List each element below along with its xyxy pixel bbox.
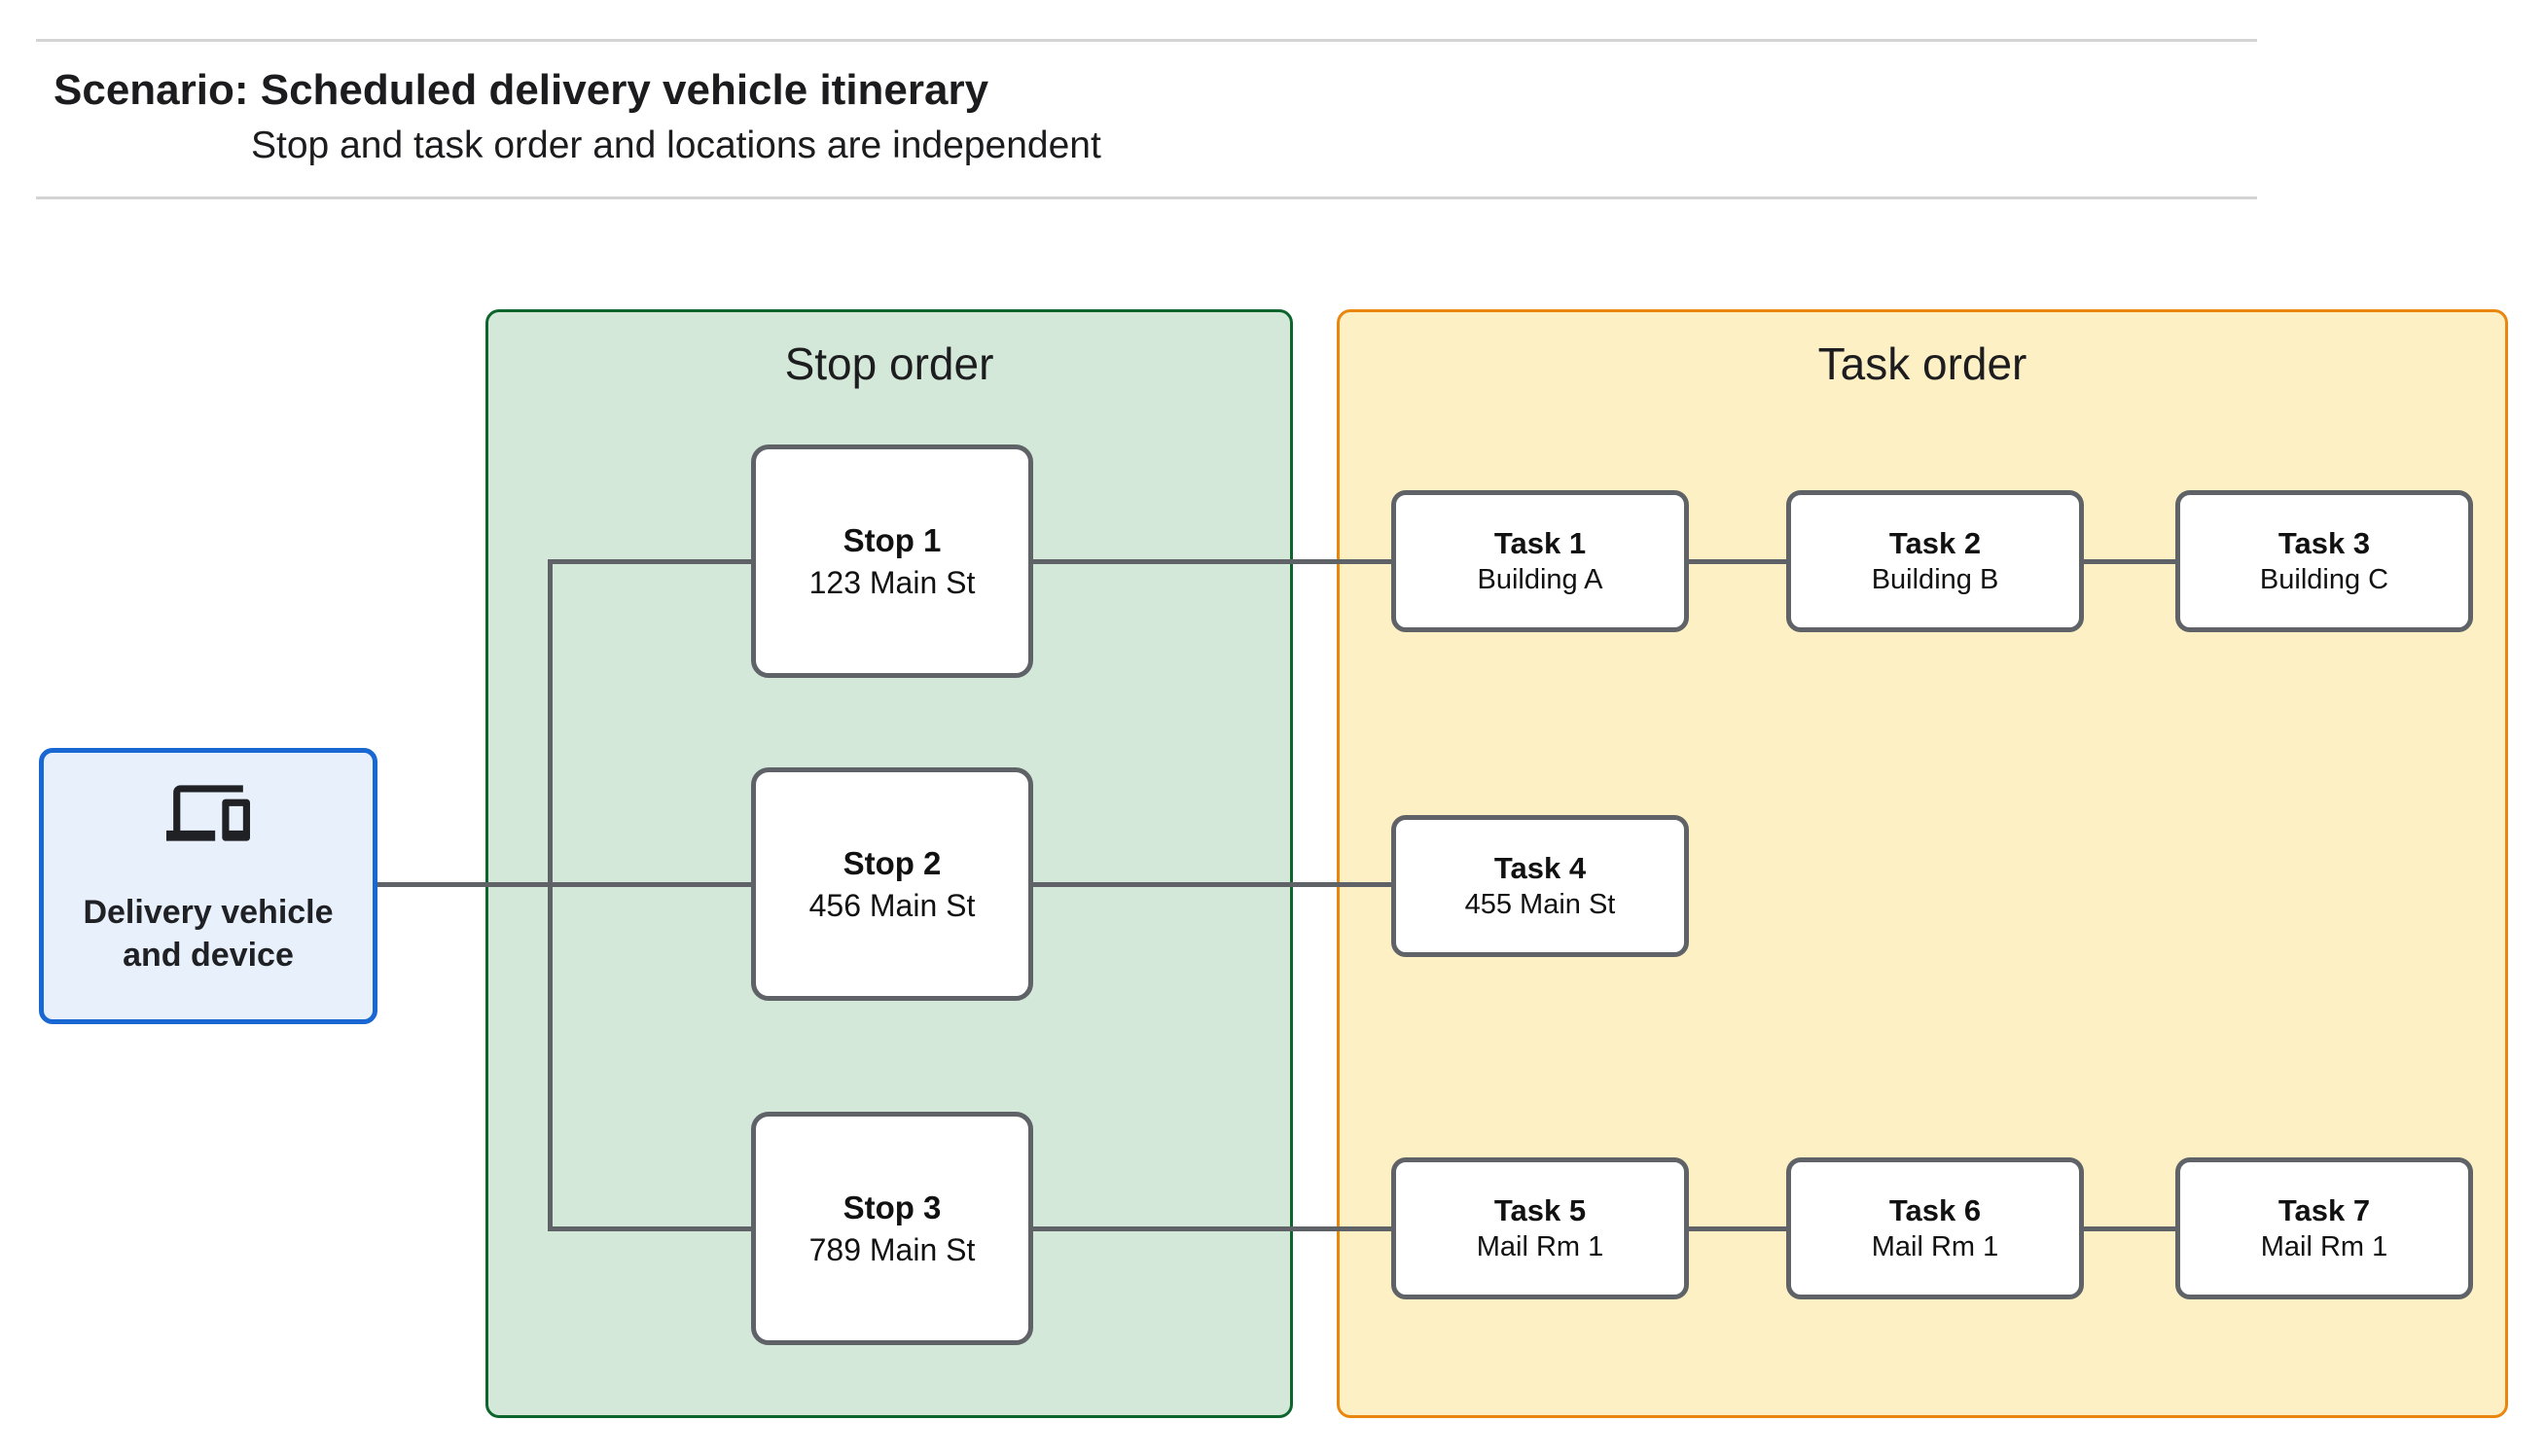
connector-task2-to-task3 [2084,559,2175,564]
page-subtitle: Stop and task order and locations are in… [251,124,1101,166]
stop-node-2-location: 456 Main St [808,887,976,923]
stop-node-2-title: Stop 2 [843,844,942,881]
stop-node-1-location: 123 Main St [808,564,976,600]
divider-bottom [36,196,2257,199]
task-node-3-location: Building C [2259,564,2389,596]
connector-trunk [548,559,553,1231]
task-node-4: Task 4 455 Main St [1391,815,1689,957]
devices-icon [166,782,250,849]
stop-node-1: Stop 1 123 Main St [751,444,1033,678]
connector-stop3-to-task5 [1033,1226,1391,1231]
task-node-5-title: Task 5 [1493,1192,1587,1227]
device-node-label: Delivery vehicle and device [83,893,334,974]
task-node-7: Task 7 Mail Rm 1 [2175,1157,2473,1299]
task-node-2: Task 2 Building B [1786,490,2084,632]
connector-stop1-to-task1 [1033,559,1391,564]
task-node-7-location: Mail Rm 1 [2260,1231,2388,1263]
task-node-1-title: Task 1 [1493,525,1587,560]
stop-node-2: Stop 2 456 Main St [751,767,1033,1001]
task-node-3-title: Task 3 [2277,525,2371,560]
task-node-2-location: Building B [1871,564,1999,596]
task-node-5-location: Mail Rm 1 [1476,1231,1604,1263]
task-node-3: Task 3 Building C [2175,490,2473,632]
connector-stop2-to-task4 [1033,882,1391,887]
stop-node-3-location: 789 Main St [808,1231,976,1267]
task-node-4-title: Task 4 [1493,850,1587,885]
task-node-4-location: 455 Main St [1464,889,1616,921]
task-node-1: Task 1 Building A [1391,490,1689,632]
task-node-6-title: Task 6 [1888,1192,1982,1227]
connector-trunk-to-stop3 [548,1226,751,1231]
task-node-6-location: Mail Rm 1 [1871,1231,1999,1263]
stop-order-panel-title: Stop order [784,338,994,389]
divider-top [36,39,2257,42]
task-node-2-title: Task 2 [1888,525,1982,560]
task-node-5: Task 5 Mail Rm 1 [1391,1157,1689,1299]
task-order-panel-title: Task order [1817,338,2027,389]
task-node-1-location: Building A [1477,564,1603,596]
device-node: Delivery vehicle and device [39,748,377,1024]
stop-node-1-title: Stop 1 [843,521,942,558]
task-node-7-title: Task 7 [2277,1192,2371,1227]
connector-task6-to-task7 [2084,1226,2175,1231]
stop-node-3-title: Stop 3 [843,1189,942,1225]
stop-node-3: Stop 3 789 Main St [751,1112,1033,1345]
connector-task5-to-task6 [1689,1226,1786,1231]
task-node-6: Task 6 Mail Rm 1 [1786,1157,2084,1299]
page-title: Scenario: Scheduled delivery vehicle iti… [54,66,989,114]
connector-task1-to-task2 [1689,559,1786,564]
connector-device-to-stop2 [377,882,751,887]
connector-trunk-to-stop1 [548,559,751,564]
